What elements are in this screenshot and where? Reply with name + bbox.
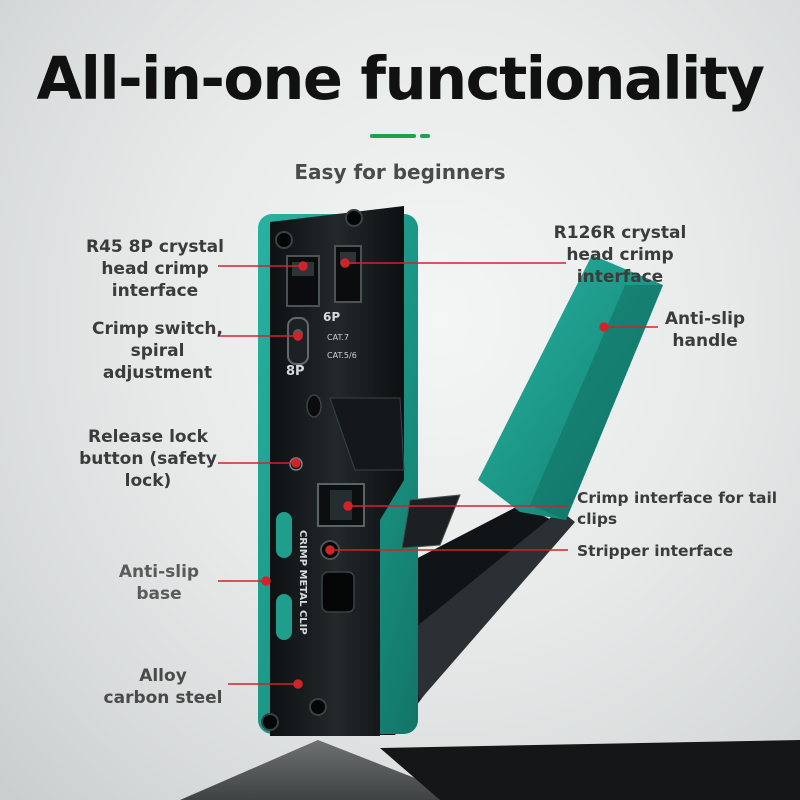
crimp-jaw [329, 397, 405, 471]
marking-6p: 6P [323, 310, 340, 324]
marking-cat7: CAT.7 [327, 333, 349, 342]
marking-cat56: CAT.5/6 [327, 351, 357, 360]
metal-clip-slot [321, 571, 355, 613]
callout-crimp-switch: Crimp switch, spiral adjustment [92, 319, 223, 383]
title-divider [370, 134, 430, 139]
divider-long-segment [370, 134, 416, 138]
callout-lines [218, 258, 658, 689]
handle-grip-shade [530, 285, 663, 520]
page-subtitle: Easy for beginners [294, 160, 506, 184]
crimp-mode-switch [287, 317, 309, 365]
callout-anti-slip-base: Anti-slip base [118, 562, 200, 604]
handle-metal-edge [400, 510, 575, 700]
callout-anti-slip-handle: Anti-slip handle [664, 309, 746, 351]
page-title: All-in-one functionality [36, 44, 765, 113]
callout-r126r-crimp: R126R crystal head crimp interface [553, 223, 687, 287]
divider-short-segment [420, 134, 430, 138]
callout-rj45-crimp: R45 8P crystal head crimp interface [86, 237, 224, 301]
grip-pad-upper [276, 512, 292, 558]
marking-8p: 8P [286, 364, 305, 379]
callout-stripper: Stripper interface [577, 542, 734, 560]
screw-bottom-right [309, 698, 327, 716]
callout-tail-clips: Crimp interface for tail clips [577, 489, 778, 528]
screw-top-right [345, 209, 363, 227]
marking-crimp-metal-clip: CRIMP METAL CLIP [297, 530, 308, 635]
callout-release-lock: Release lock button (safety lock) [79, 427, 217, 491]
stone-base [180, 740, 480, 800]
callout-alloy-steel: Alloy carbon steel [103, 666, 223, 708]
screw-bottom-left [261, 713, 279, 731]
grip-pad-lower [276, 594, 292, 640]
dark-surface [380, 740, 800, 800]
screw-top-left [275, 231, 293, 249]
r126r-6p-slot [334, 245, 362, 303]
